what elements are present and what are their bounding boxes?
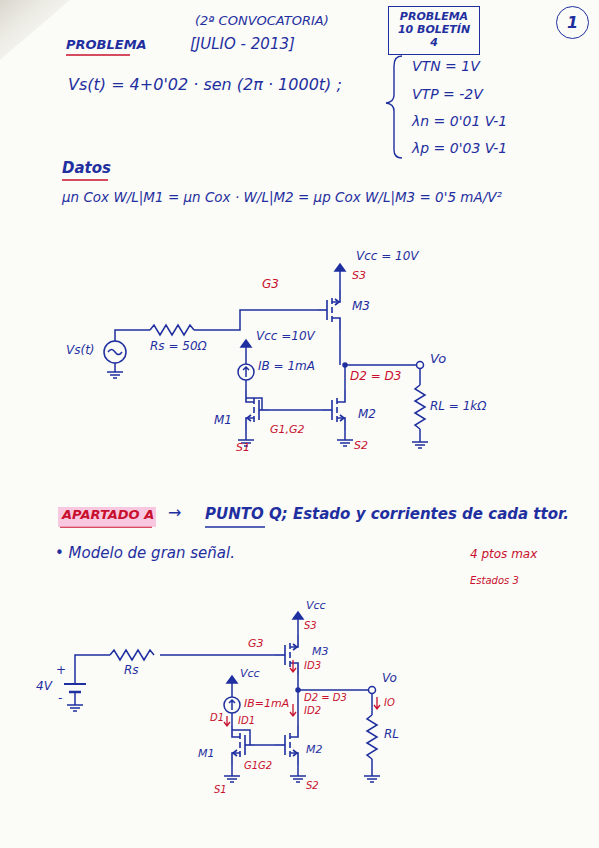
node-text: 1 (557, 13, 588, 32)
brace (386, 56, 402, 158)
underline (205, 526, 265, 527)
handwritten-label: 4 ptos max (470, 548, 537, 562)
handwritten-label: μn Cox W/L|M1 = μn Cox · W/L|M2 = μp Cox… (62, 190, 502, 206)
handwritten-label: D2 = D3 (304, 692, 347, 704)
handwritten-label: S1 (236, 442, 250, 455)
handwritten-label: ID1 (238, 715, 255, 727)
handwritten-label: λn = 0'01 V-1 (412, 113, 507, 129)
handwritten-label: → (168, 504, 181, 522)
handwritten-label: VTN = 1V (412, 58, 480, 74)
handwritten-label: • Modelo de gran señal. (55, 545, 235, 562)
handwritten-label: Datos (62, 160, 111, 177)
handwritten-label: Vo (430, 352, 446, 367)
handwritten-label: S2 (306, 780, 319, 792)
handwritten-label: M1 (214, 414, 232, 428)
handwritten-label: M2 (306, 744, 323, 757)
handwritten-label: 4V (36, 680, 52, 694)
handwritten-label: VTP = -2V (412, 86, 483, 102)
node-text: PROBLEMA 10 BOLETÍN 4 (395, 10, 473, 50)
handwritten-label: S3 (352, 270, 366, 283)
handwritten-label: RL (384, 728, 399, 742)
handwritten-label: Vs(t) (66, 344, 95, 358)
handwritten-label: APARTADO A (62, 508, 154, 523)
handwritten-label: + (56, 664, 66, 678)
handwritten-label: IB = 1mA (258, 360, 315, 374)
handwritten-label: G3 (262, 278, 279, 292)
paper-fold (0, 0, 70, 60)
handwritten-label: G1,G2 (270, 424, 305, 437)
handwritten-label: D1 (210, 712, 224, 724)
handwritten-label: Vs(t) = 4+0'02 · sen (2π · 1000t) ; (68, 76, 342, 94)
handwritten-label: Vcc = 10V (356, 250, 419, 264)
highlight (58, 507, 156, 527)
circuit-2 (64, 612, 380, 782)
underline (66, 54, 130, 55)
handwritten-label: λp = 0'03 V-1 (412, 140, 507, 156)
handwritten-label: RL = 1kΩ (430, 400, 486, 414)
handwritten-label: S3 (304, 620, 317, 632)
handwritten-label: S1 (214, 784, 227, 796)
handwritten-label: ID2 (304, 705, 321, 717)
handwritten-label: M2 (358, 408, 376, 422)
handwritten-label: Vcc (240, 668, 260, 681)
handwritten-label: PROBLEMA (66, 38, 147, 53)
handwritten-label: D2 = D3 (350, 370, 401, 384)
handwritten-label: ID3 (304, 660, 321, 672)
handwritten-label: PUNTO Q; Estado y corrientes de cada tto… (205, 506, 569, 523)
problem-box: PROBLEMA 10 BOLETÍN 4 (388, 6, 480, 55)
handwritten-label: IB=1mA (244, 698, 289, 711)
underline (62, 179, 108, 180)
handwritten-label: - (58, 692, 62, 706)
circuit-1 (104, 264, 428, 448)
handwritten-label: IO (384, 697, 395, 709)
handwritten-label: Rs = 50Ω (150, 340, 207, 354)
handwritten-label: M1 (198, 748, 215, 761)
handwritten-label: G1G2 (244, 760, 272, 772)
handwritten-label: Estados 3 (470, 575, 519, 587)
handwritten-label: [JULIO - 2013] (190, 36, 295, 53)
handwritten-label: (2ª CONVOCATORIA) (195, 14, 329, 29)
current-arrows (224, 660, 380, 726)
handwritten-label: Vo (382, 672, 397, 686)
page-number-circle: 1 (556, 6, 589, 39)
handwritten-label: M3 (312, 646, 329, 659)
handwritten-label: M3 (352, 300, 370, 314)
handwritten-label: S2 (354, 440, 368, 453)
handwritten-label: G3 (248, 638, 264, 651)
handwritten-label: Rs (124, 664, 139, 678)
handwritten-label: Vcc =10V (256, 330, 315, 344)
handwritten-label: Vcc (306, 600, 326, 613)
